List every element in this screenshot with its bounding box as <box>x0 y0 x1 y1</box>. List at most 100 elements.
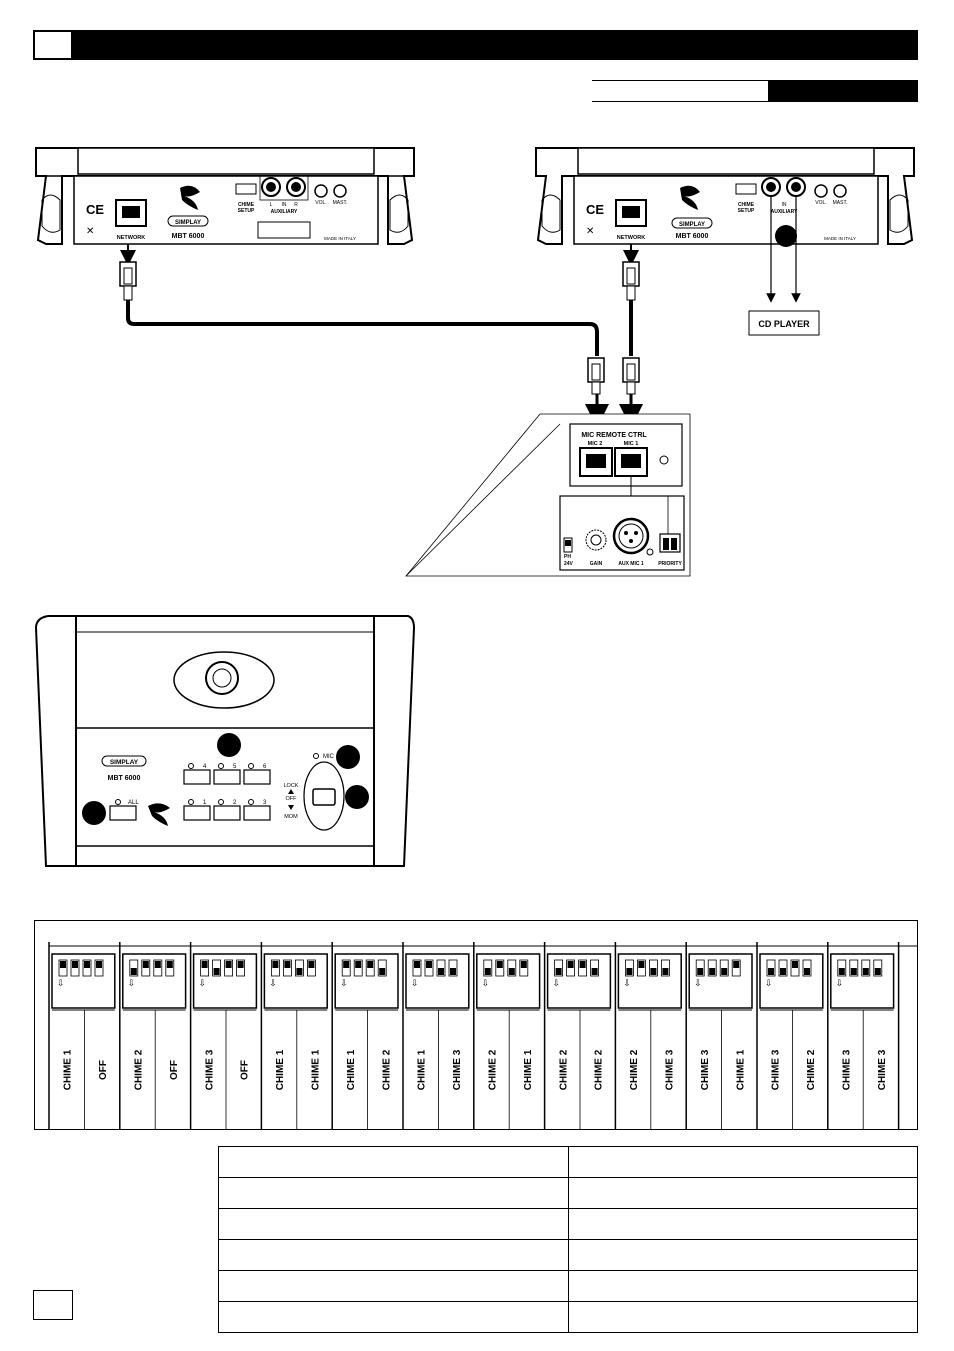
section-header-line <box>592 80 768 102</box>
dip-label-a: CHIME 3 <box>700 1049 711 1090</box>
dip-label-a: CHIME 2 <box>488 1049 499 1090</box>
svg-text:OFF: OFF <box>286 796 298 802</box>
svg-text:L: L <box>270 202 273 208</box>
zone-2-button[interactable] <box>213 805 241 821</box>
arrow-down-icon: ⇩ <box>694 978 702 988</box>
dip-switch-knob <box>850 968 857 975</box>
svg-text:VOL.: VOL. <box>315 200 326 206</box>
dip-label-b: OFF <box>169 1060 180 1080</box>
chime-dip-switch <box>235 183 257 195</box>
dip-label-a: CHIME 1 <box>63 1049 74 1090</box>
svg-text:AUXILIARY: AUXILIARY <box>771 209 798 215</box>
dip-switch-knob <box>579 961 586 968</box>
dip-switch-knob <box>225 961 232 968</box>
svg-text:✕: ✕ <box>86 226 94 237</box>
svg-text:SIMPLAY: SIMPLAY <box>679 222 705 228</box>
svg-text:R: R <box>294 202 298 208</box>
svg-text:MIC 1: MIC 1 <box>624 441 639 447</box>
connection-diagram: CE ✕ NETWORK SIMPLAY MBT 6000 CHIME SETU… <box>34 147 915 867</box>
dip-switch-knob <box>414 961 420 968</box>
dip-switch-knob <box>379 968 386 975</box>
dip-switch-knob <box>308 961 315 968</box>
dip-settings-table <box>34 920 918 1130</box>
dip-label-b: CHIME 1 <box>523 1049 534 1090</box>
svg-text:CHIME: CHIME <box>738 202 755 208</box>
dip-label-a: CHIME 2 <box>134 1049 145 1090</box>
fbt-logo-icon <box>680 185 700 210</box>
dip-label-a: CHIME 2 <box>558 1049 569 1090</box>
cd-player-label: CD PLAYER <box>758 319 810 329</box>
zone-4-button[interactable] <box>183 769 211 785</box>
svg-text:MIC 2: MIC 2 <box>588 441 603 447</box>
cd-player-box <box>748 310 820 336</box>
svg-text:MAST.: MAST. <box>833 200 848 206</box>
zone-6-button[interactable] <box>243 769 271 785</box>
dip-label-b: CHIME 2 <box>594 1049 605 1090</box>
svg-text:6: 6 <box>263 764 267 770</box>
zone-3-button[interactable] <box>243 805 271 821</box>
dip-switch-knob <box>60 961 66 968</box>
svg-text:MOM: MOM <box>284 814 298 820</box>
dip-switch-knob <box>284 961 291 968</box>
fbt-logo-icon <box>148 803 170 826</box>
dip-switch-knob <box>626 968 633 975</box>
dip-switch-knob <box>520 961 527 968</box>
dip-switch-knob <box>426 961 432 968</box>
callout-marker <box>775 225 797 247</box>
svg-text:IN: IN <box>282 202 287 208</box>
dip-switch-knob <box>201 961 208 968</box>
ce-mark: CE <box>86 202 104 217</box>
svg-text:✕: ✕ <box>586 226 594 237</box>
zone-1-button[interactable] <box>183 805 211 821</box>
page-header-box <box>33 30 73 60</box>
dip-switch-knob <box>84 961 90 968</box>
svg-text:PRIORITY: PRIORITY <box>658 561 682 567</box>
dip-switch-knob <box>166 961 173 968</box>
arrow-down-icon: ⇩ <box>199 978 207 988</box>
table-row <box>218 1301 918 1333</box>
fbt-logo-icon <box>180 185 200 210</box>
zone-5-button[interactable] <box>213 769 241 785</box>
svg-text:4: 4 <box>203 764 207 770</box>
svg-text:5: 5 <box>233 764 237 770</box>
svg-text:SIMPLAY: SIMPLAY <box>110 759 139 766</box>
dip-setting-column: ⇩ CHIME 2 OFF <box>119 942 187 1130</box>
dip-switch-knob <box>296 968 303 975</box>
dip-switch-knob <box>355 961 362 968</box>
table-row <box>218 1270 918 1302</box>
dip-switch-knob <box>450 968 456 975</box>
table-row <box>218 1177 918 1209</box>
dip-switch-knob <box>838 968 845 975</box>
ptt-button[interactable] <box>312 788 336 806</box>
svg-text:VOL.: VOL. <box>815 200 826 206</box>
svg-text:2: 2 <box>233 800 237 806</box>
dip-label-b: CHIME 2 <box>381 1049 392 1090</box>
model-label: MBT 6000 <box>172 233 205 240</box>
network-label: NETWORK <box>117 235 145 241</box>
dip-switch-knob <box>237 961 244 968</box>
top-view-unit: SIMPLAY MBT 6000 ALL 4 5 6 1 2 3 MIC LOC… <box>34 615 416 867</box>
zone-buttons-top: 4 5 6 <box>183 763 271 785</box>
dip-switch-knob <box>697 968 704 975</box>
table-row <box>218 1208 918 1240</box>
dip-switch-knob <box>142 961 149 968</box>
svg-text:GAIN: GAIN <box>590 561 603 567</box>
all-button[interactable] <box>109 805 137 821</box>
callout-marker <box>345 785 369 809</box>
mic-remote-ctrl-title: MIC REMOTE CTRL <box>581 432 647 439</box>
master-knob <box>333 184 347 198</box>
dip-switch-knob <box>367 961 374 968</box>
dip-switch-knob <box>567 961 574 968</box>
page-header-bar <box>73 30 918 60</box>
dip-switch-knob <box>154 961 161 968</box>
arrow-down-icon: ⇩ <box>128 978 136 988</box>
svg-text:SETUP: SETUP <box>238 208 255 214</box>
svg-text:MAST.: MAST. <box>333 200 348 206</box>
dip-label-b: OFF <box>240 1060 251 1080</box>
dip-switch-knob <box>72 961 78 968</box>
